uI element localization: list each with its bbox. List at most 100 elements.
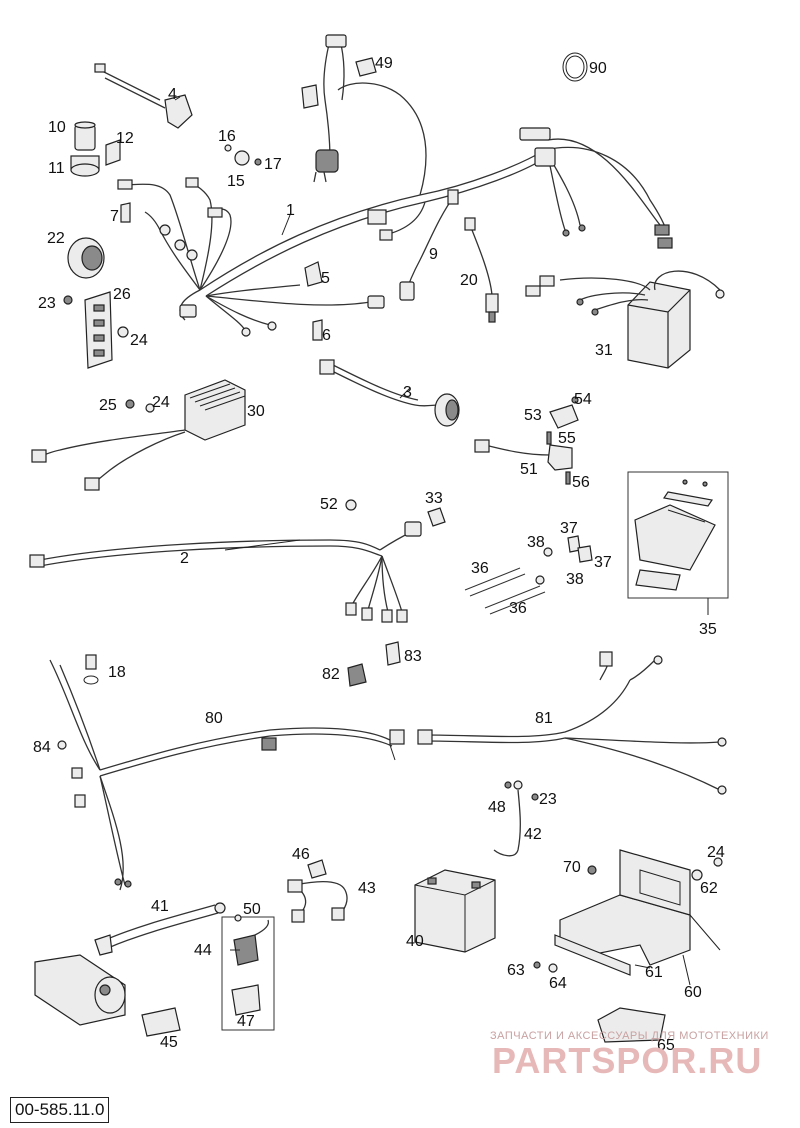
part-48-screw bbox=[504, 781, 512, 789]
callout-24-lower: 24 bbox=[707, 844, 725, 861]
part-52-grommet bbox=[345, 499, 357, 511]
callout-47: 47 bbox=[237, 1013, 255, 1030]
callout-51: 51 bbox=[520, 461, 538, 478]
part-15-16-17-small-hardware bbox=[224, 144, 262, 166]
part-6-fuse-clip bbox=[312, 319, 323, 341]
callout-61: 61 bbox=[645, 964, 663, 981]
part-47-rubber-holder bbox=[231, 984, 261, 1016]
callout-82: 82 bbox=[322, 666, 340, 683]
callout-54: 54 bbox=[574, 391, 592, 408]
part-82-relay bbox=[347, 663, 367, 687]
part-24-washer bbox=[145, 403, 155, 413]
part-50-nut bbox=[234, 914, 242, 922]
part-56-screw bbox=[565, 471, 571, 485]
callout-11: 11 bbox=[48, 160, 65, 177]
callout-50: 50 bbox=[243, 901, 261, 918]
part-90-cable-clamp bbox=[562, 52, 588, 82]
part-81-harness bbox=[417, 651, 727, 795]
part-41-starter-cable bbox=[94, 902, 226, 956]
callout-33: 33 bbox=[425, 490, 443, 507]
callout-3: 3 bbox=[403, 384, 412, 401]
callout-25: 25 bbox=[99, 397, 117, 414]
callout-5: 5 bbox=[321, 270, 330, 287]
callout-63: 63 bbox=[507, 962, 525, 979]
part-45-bracket bbox=[141, 1007, 181, 1037]
starter-motor bbox=[34, 954, 126, 1026]
callout-30: 30 bbox=[247, 403, 265, 420]
callout-15: 15 bbox=[227, 173, 245, 190]
callout-37-lower: 37 bbox=[594, 554, 612, 571]
callout-20: 20 bbox=[460, 272, 478, 289]
callout-16: 16 bbox=[218, 128, 236, 145]
part-53-bracket bbox=[549, 404, 579, 429]
part-70-screw bbox=[587, 865, 597, 875]
part-51-throttle-sensor bbox=[474, 439, 573, 471]
callout-46: 46 bbox=[292, 846, 310, 863]
callout-4: 4 bbox=[168, 86, 177, 103]
callout-24-middle: 24 bbox=[152, 394, 170, 411]
callout-55: 55 bbox=[558, 430, 576, 447]
part-43-starter-relay-cable bbox=[287, 879, 348, 923]
part-36-indicator-wires bbox=[464, 567, 546, 615]
callout-23-upper: 23 bbox=[38, 295, 56, 312]
part-54-nut bbox=[571, 396, 579, 404]
callout-48: 48 bbox=[488, 799, 506, 816]
callout-6: 6 bbox=[322, 327, 331, 344]
callout-12: 12 bbox=[116, 130, 134, 147]
part-26-mounting-plate bbox=[84, 291, 113, 369]
part-23-screw bbox=[63, 295, 73, 305]
callout-84: 84 bbox=[33, 739, 51, 756]
part-35-tail-light-assembly bbox=[627, 471, 729, 615]
part-2-rear-harness bbox=[29, 521, 422, 623]
callout-17: 17 bbox=[264, 156, 282, 173]
callout-37-upper: 37 bbox=[560, 520, 578, 537]
part-83-bracket bbox=[385, 641, 401, 666]
part-1-main-harness bbox=[117, 82, 673, 337]
part-38-holder-lower bbox=[535, 575, 545, 585]
part-22-horn bbox=[67, 237, 105, 279]
callout-70: 70 bbox=[563, 859, 581, 876]
callout-7: 7 bbox=[110, 208, 119, 225]
callout-90: 90 bbox=[589, 60, 607, 77]
callout-38-upper: 38 bbox=[527, 534, 545, 551]
callout-56: 56 bbox=[572, 474, 590, 491]
part-30-voltage-regulator bbox=[31, 379, 246, 491]
part-33-bulb bbox=[427, 507, 446, 527]
callout-43: 43 bbox=[358, 880, 376, 897]
part-10-fuse bbox=[74, 121, 96, 151]
callout-23-lower: 23 bbox=[539, 791, 557, 808]
callout-9: 9 bbox=[429, 246, 438, 263]
callout-24-upper: 24 bbox=[130, 332, 148, 349]
callout-1: 1 bbox=[286, 202, 295, 219]
part-9-sensor-cable bbox=[399, 189, 459, 301]
callout-83: 83 bbox=[404, 648, 422, 665]
callout-80: 80 bbox=[205, 710, 223, 727]
part-37-bulb-lower bbox=[577, 545, 593, 563]
part-40-battery bbox=[414, 869, 496, 953]
part-20-temperature-sensor bbox=[464, 217, 499, 323]
callout-36-upper: 36 bbox=[471, 560, 489, 577]
part-24-nut bbox=[117, 326, 129, 338]
callout-2: 2 bbox=[180, 550, 189, 567]
part-23-nut bbox=[531, 793, 539, 801]
part-31-cdi-unit bbox=[525, 270, 725, 369]
part-4-kill-switch bbox=[94, 63, 193, 129]
callout-36-lower: 36 bbox=[509, 600, 527, 617]
part-18-bolt bbox=[83, 654, 99, 685]
leader-lines bbox=[174, 96, 691, 986]
part-60-battery-holder bbox=[559, 849, 721, 966]
part-42-ground-cable bbox=[493, 780, 523, 857]
callout-53: 53 bbox=[524, 407, 542, 424]
callout-18: 18 bbox=[108, 664, 126, 681]
part-24-damper-nut bbox=[713, 857, 723, 867]
callout-81: 81 bbox=[535, 710, 553, 727]
part-7-terminal bbox=[120, 202, 131, 223]
callout-41: 41 bbox=[151, 898, 169, 915]
part-3-pickup-sensor bbox=[319, 359, 460, 427]
part-38-holder-upper bbox=[543, 547, 553, 557]
part-64-washer bbox=[548, 963, 558, 973]
callout-22: 22 bbox=[47, 230, 65, 247]
callout-64: 64 bbox=[549, 975, 567, 992]
part-25-screw bbox=[125, 399, 135, 409]
callout-40: 40 bbox=[406, 933, 424, 950]
